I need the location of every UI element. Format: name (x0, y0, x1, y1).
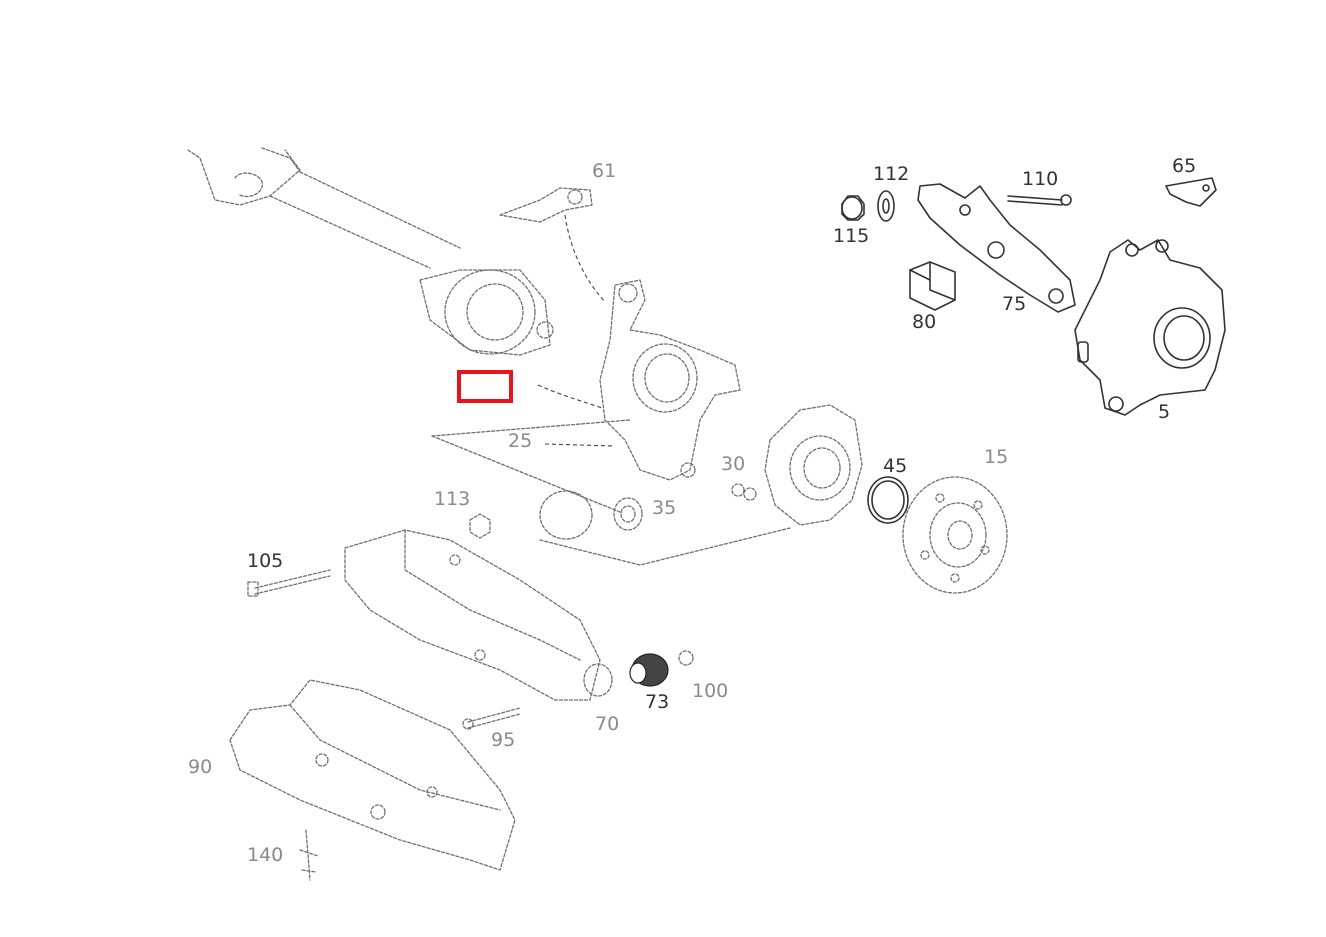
clip-140-drawing (299, 829, 319, 881)
callout-115[interactable]: 115 (833, 225, 869, 247)
nut-115-drawing (841, 195, 865, 221)
callout-90[interactable]: 90 (188, 756, 212, 778)
callout-110[interactable]: 110 (1022, 168, 1058, 190)
callout-45[interactable]: 45 (883, 455, 907, 477)
brake-disc-drawing (902, 476, 1008, 594)
callout-15[interactable]: 15 (984, 446, 1008, 468)
nut-113-drawing (469, 513, 491, 539)
callout-73[interactable]: 73 (645, 691, 669, 713)
callout-5[interactable]: 5 (1158, 401, 1170, 423)
circlip-drawing (867, 476, 909, 524)
bolt-110-drawing (1007, 194, 1072, 206)
drive-shaft-drawing (187, 147, 554, 356)
wheel-hub-drawing (731, 404, 863, 526)
clamp-80-drawing (909, 261, 956, 311)
washer-112-drawing (877, 190, 895, 222)
bracket-65-drawing (1165, 177, 1217, 207)
callout-100[interactable]: 100 (692, 680, 728, 702)
callout-105[interactable]: 105 (247, 550, 283, 572)
callout-65[interactable]: 65 (1172, 155, 1196, 177)
callout-113[interactable]: 113 (434, 488, 470, 510)
callout-70[interactable]: 70 (595, 713, 619, 735)
callout-30[interactable]: 30 (721, 453, 745, 475)
callout-61[interactable]: 61 (592, 160, 616, 182)
callout-140[interactable]: 140 (247, 844, 283, 866)
control-arm-drawing (344, 529, 613, 701)
bushing-35-drawing (431, 419, 791, 566)
callout-25[interactable]: 25 (508, 430, 532, 452)
bolt-105-drawing (247, 569, 331, 597)
callout-95[interactable]: 95 (491, 729, 515, 751)
bushing-73-drawing (629, 650, 694, 687)
link-arm-75-drawing (917, 183, 1076, 313)
callout-75[interactable]: 75 (1002, 293, 1026, 315)
steering-knuckle-5-drawing (1074, 239, 1226, 416)
callout-80[interactable]: 80 (912, 311, 936, 333)
lower-cover-drawing (229, 679, 516, 871)
steering-knuckle-center-drawing (537, 279, 741, 481)
callout-112[interactable]: 112 (873, 163, 909, 185)
callout-35[interactable]: 35 (652, 497, 676, 519)
highlight-box (457, 370, 513, 403)
bolt-61-drawing (499, 187, 606, 303)
bolt-95-drawing (462, 707, 521, 730)
